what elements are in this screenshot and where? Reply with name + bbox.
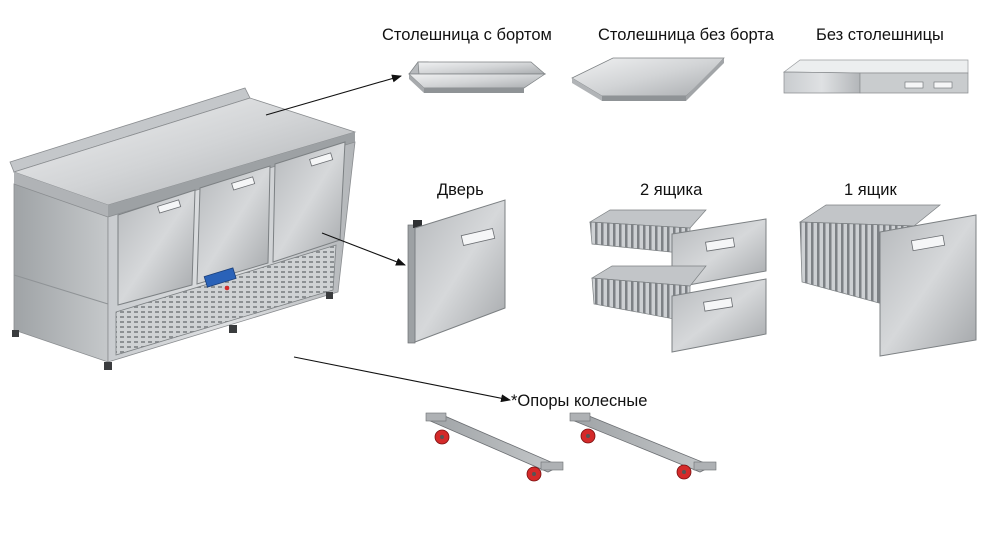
counter-foot [229, 325, 237, 333]
door-handle [309, 152, 334, 167]
no-tabletop-illustration [782, 59, 969, 94]
arrow-to-casters [293, 356, 511, 403]
drawer-handle [910, 234, 946, 252]
counter-foot [104, 362, 112, 370]
control-panel [203, 267, 237, 288]
label-casters: *Опоры колесные [511, 392, 648, 410]
one-drawer-illustration [798, 204, 977, 357]
door-handle [231, 176, 256, 191]
ventilation-grille [115, 244, 337, 356]
drawer-handle [705, 237, 736, 252]
caster-support-left [425, 412, 564, 482]
counter-foot [12, 330, 19, 337]
caster-support-right [569, 412, 717, 480]
two-drawers-illustration [588, 209, 767, 353]
tabletop-without-rim-illustration [571, 57, 725, 101]
arrow-to-tabletop [265, 74, 402, 116]
label-top-without-rim: Столешница без борта [598, 26, 774, 44]
label-door: Дверь [437, 181, 484, 199]
main-counter-unit [9, 87, 357, 370]
door-illustration [407, 199, 506, 344]
counter-foot [326, 292, 333, 299]
counter-door-middle [196, 165, 271, 285]
label-no-top: Без столешницы [816, 26, 944, 44]
door-handle [460, 228, 496, 246]
arrow-to-door [321, 232, 406, 266]
label-top-with-rim: Столешница с бортом [382, 26, 552, 44]
tabletop-with-rim-illustration [408, 61, 547, 93]
door-handle [157, 199, 182, 214]
label-one-drawer: 1 ящик [844, 181, 897, 199]
label-two-drawers: 2 ящика [640, 181, 703, 199]
counter-door-left [117, 189, 196, 306]
drawer-handle [703, 297, 734, 312]
